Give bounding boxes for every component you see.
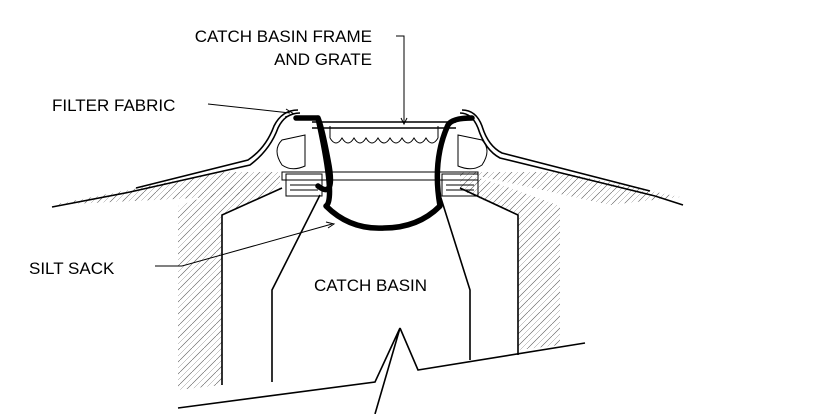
silt-sack-label: SILT SACK bbox=[29, 259, 115, 278]
gravel-fill bbox=[276, 134, 488, 170]
leader-lines bbox=[155, 35, 408, 267]
frame-label-line2: AND GRATE bbox=[274, 50, 372, 69]
surrounding-soil bbox=[178, 172, 560, 390]
catch-basin-structure bbox=[177, 171, 586, 415]
ground-surface-line bbox=[51, 191, 684, 208]
catch-basin-label: CATCH BASIN bbox=[314, 276, 427, 295]
frame-and-grate bbox=[312, 121, 456, 144]
silt-sack bbox=[293, 115, 475, 231]
filter-fabric-label: FILTER FABRIC bbox=[52, 96, 175, 115]
frame-label-line1: CATCH BASIN FRAME bbox=[195, 27, 372, 46]
